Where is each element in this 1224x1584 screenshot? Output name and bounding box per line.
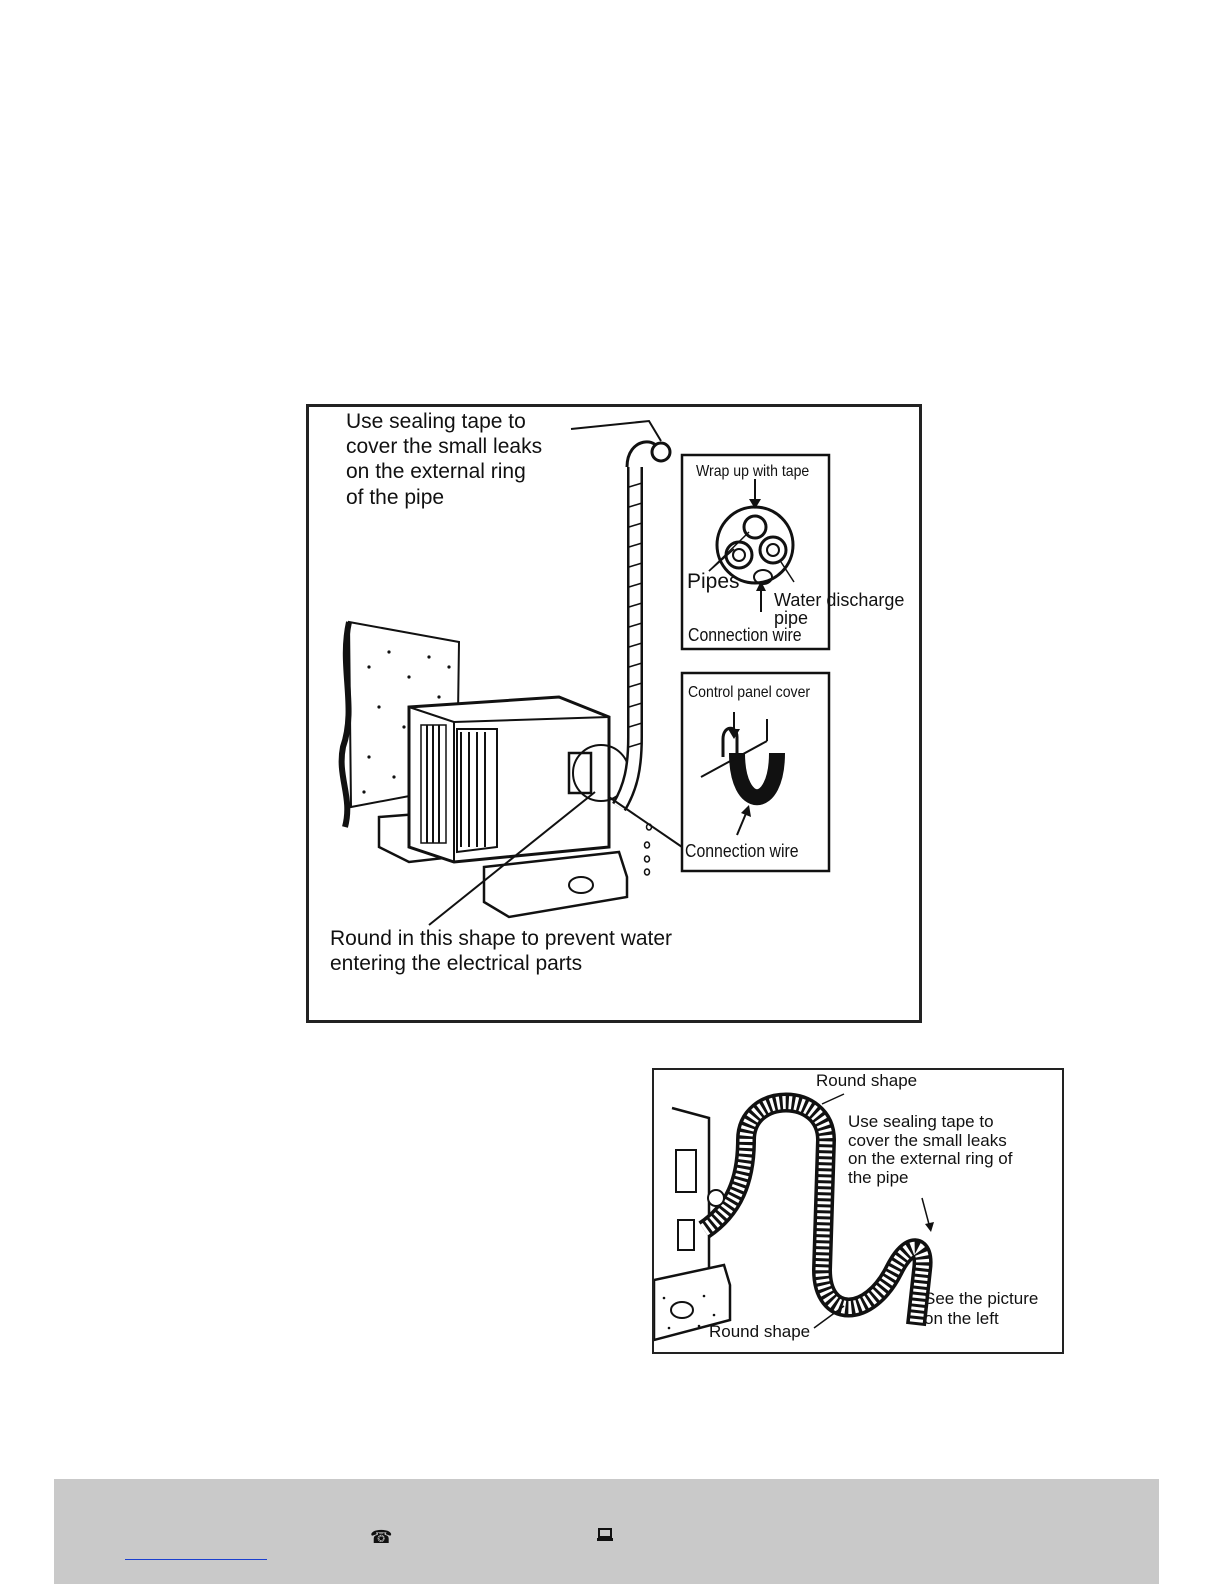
water-discharge-label: Water discharge pipe bbox=[774, 590, 905, 628]
see-left-label: See the picture on the left bbox=[924, 1289, 1039, 1328]
connection-wire-label-bottom: Connection wire bbox=[685, 841, 799, 861]
sealing-tape-label: Use sealing tape to cover the small leak… bbox=[346, 410, 543, 509]
round-shape-pipe-drawing bbox=[654, 1092, 934, 1342]
wrap-tape-label: Wrap up with tape bbox=[696, 463, 810, 480]
outdoor-unit-drawing bbox=[338, 419, 831, 926]
installation-figure-main: Use sealing tape to cover the small leak… bbox=[306, 404, 922, 1023]
telephone-icon: ☎ bbox=[370, 1527, 393, 1547]
round-shape-top-label: Round shape bbox=[816, 1071, 918, 1090]
connection-wire-label-top: Connection wire bbox=[688, 625, 802, 645]
laptop-icon bbox=[596, 1527, 614, 1548]
installation-figure-secondary: Round shape Use sealing tape to cover th… bbox=[652, 1068, 1064, 1354]
footer-link-underline[interactable] bbox=[125, 1559, 267, 1560]
round-shape-caption: Round in this shape to prevent water ent… bbox=[330, 927, 673, 976]
control-panel-cover-label: Control panel cover bbox=[688, 684, 811, 701]
page-footer: ☎ bbox=[54, 1479, 1159, 1584]
sealing-tape-label-secondary: Use sealing tape to cover the small leak… bbox=[848, 1112, 1013, 1188]
pipes-label: Pipes bbox=[687, 570, 740, 593]
round-shape-bottom-label: Round shape bbox=[709, 1322, 811, 1341]
